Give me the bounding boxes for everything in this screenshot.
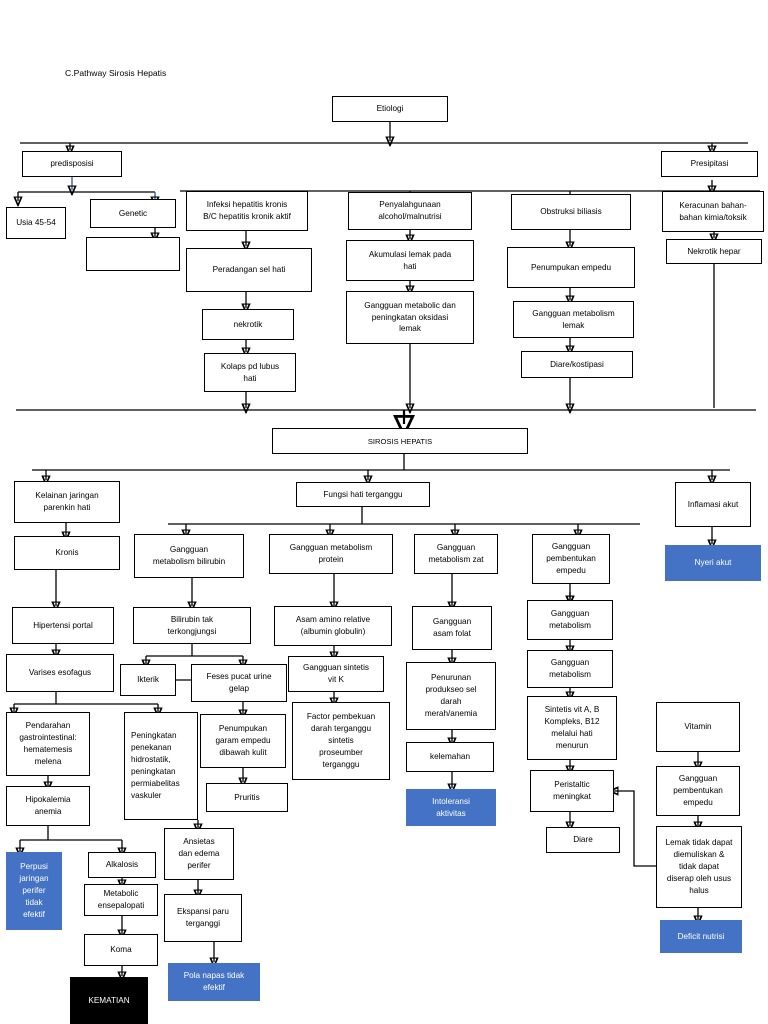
node-diare[interactable]: Diare <box>546 827 620 853</box>
node-nyeri-akut[interactable]: Nyeri akut <box>665 545 761 581</box>
node-asam-amino-relative[interactable]: Asam amino relative (albumin globulin) <box>274 606 392 646</box>
node-bilirubin-tak-terkongjungsi[interactable]: Bilirubin tak terkongjungsi <box>133 607 251 644</box>
node-gangguan-metabolism-protein[interactable]: Gangguan metabolism protein <box>269 534 393 574</box>
node-fungsi-hati-terganggu[interactable]: Fungsi hati terganggu <box>296 482 430 507</box>
node-nekrotik-hepar[interactable]: Nekrotik hepar <box>666 239 762 264</box>
node-ansietas-edema-perifer[interactable]: Ansietas dan edema perifer <box>164 828 234 880</box>
node-inflamasi-akut[interactable]: Inflamasi akut <box>675 482 751 527</box>
node-infeksi-hepatitis[interactable]: Infeksi hepatitis kronis B/C hepatitis k… <box>186 191 308 231</box>
node-etiologi[interactable]: Etiologi <box>332 96 448 122</box>
node-penurunan-produksi-sel-darah[interactable]: Penurunan produkseo sel darah merah/anem… <box>406 662 496 730</box>
node-penumpukan-empedu[interactable]: Penumpukan empedu <box>507 247 635 288</box>
node-peradangan-sel-hati[interactable]: Peradangan sel hati <box>186 248 312 292</box>
node-gangguan-sintetis-vit-k[interactable]: Gangguan sintetis vit K <box>288 656 384 692</box>
node-kelainan-jaringan[interactable]: Kelainan jaringan parenkin hati <box>14 481 120 523</box>
node-gangguan-metabolic-oksidasi[interactable]: Gangguan metabolic dan peningkatan oksid… <box>346 291 474 344</box>
node-ekspansi-paru-terganggi[interactable]: Ekspansi paru terganggi <box>164 894 242 942</box>
node-penumpukan-garam-empedu[interactable]: Penumpukan garam empedu dibawah kulit <box>200 714 286 768</box>
node-kronis[interactable]: Kronis <box>14 536 120 570</box>
node-hipokalemia-anemia[interactable]: Hipokalemia anemia <box>6 786 90 826</box>
node-koma[interactable]: Koma <box>84 934 158 966</box>
node-gangguan-pembentukan-empedu[interactable]: Gangguan pembentukan empedu <box>532 534 610 584</box>
node-empty-placeholder[interactable] <box>86 237 180 271</box>
node-vitamin[interactable]: Vitamin <box>656 702 740 752</box>
node-predisposisi[interactable]: predisposisi <box>22 151 122 177</box>
node-gangguan-pembentukan-empedu-2[interactable]: Gangguan pembentukan empedu <box>656 766 740 816</box>
node-usia[interactable]: Usia 45-54 <box>6 207 66 239</box>
node-pola-napas-tidak-efektif[interactable]: Pola napas tidak efektif <box>168 963 260 1001</box>
node-gangguan-metabolism-lemak[interactable]: Gangguan metabolism lemak <box>513 301 634 338</box>
node-gangguan-metabolism-1[interactable]: Gangguan metabolism <box>527 600 613 640</box>
node-alkalosis[interactable]: Alkalosis <box>88 852 156 878</box>
node-nekrotik[interactable]: nekrotik <box>202 309 294 340</box>
page-title: C.Pathway Sirosis Hepatis <box>65 68 167 78</box>
node-ikterik[interactable]: Ikterik <box>120 664 176 696</box>
node-keracunan-bahan-kimia[interactable]: Keracunan bahan- bahan kimia/toksik <box>662 191 764 232</box>
node-deficit-nutrisi[interactable]: Deficit nutrisi <box>660 920 742 953</box>
node-presipitasi[interactable]: Presipitasi <box>661 151 758 177</box>
node-kematian[interactable]: KEMATIAN <box>70 977 148 1024</box>
node-hipertensi-portal[interactable]: Hipertensi portal <box>12 607 114 644</box>
node-gangguan-metabolism-zat[interactable]: Gangguan metabolism zat <box>414 534 498 574</box>
node-perpusi-jaringan-perifer[interactable]: Perpusi jaringan perifer tidak efektif <box>6 852 62 930</box>
node-factor-pembekuan-darah[interactable]: Factor pembekuan darah terganggu sinteti… <box>292 702 390 780</box>
node-gangguan-asam-folat[interactable]: Gangguan asam folat <box>412 606 492 650</box>
node-gangguan-metabolism-bilirubin[interactable]: Gangguan metabolism bilirubin <box>134 534 244 578</box>
node-feses-pucat-urine-gelap[interactable]: Feses pucat urine gelap <box>191 664 287 702</box>
node-genetic[interactable]: Genetic <box>90 199 176 228</box>
node-intoleransi-aktivitas[interactable]: Intoleransi aktivitas <box>406 789 496 826</box>
node-sirosis-hepatis[interactable]: SIROSIS HEPATIS <box>272 428 528 454</box>
node-lemak-tidak-dapat-diserap[interactable]: Lemak tidak dapat diemuliskan & tidak da… <box>656 826 742 908</box>
node-gangguan-metabolism-2[interactable]: Gangguan metabolism <box>527 650 613 688</box>
node-metabolic-ensepalopati[interactable]: Metabolic ensepalopati <box>84 884 158 916</box>
node-peristaltic-meningkat[interactable]: Peristaltic meningkat <box>530 770 614 812</box>
node-peningkatan-penekanan-hidrostatik[interactable]: Peningkatan penekanan hidrostatik, penin… <box>124 712 198 820</box>
node-diare-kostipasi[interactable]: Diare/kostipasi <box>521 351 633 378</box>
node-kolaps-pd-lubus-hati[interactable]: Kolaps pd lubus hati <box>204 353 296 392</box>
node-varises-esofagus[interactable]: Varises esofagus <box>6 654 114 692</box>
node-sintetis-vitamin[interactable]: Sintetis vit A, B Kompleks, B12 melalui … <box>527 696 617 760</box>
node-akumulasi-lemak[interactable]: Akumulasi lemak pada hati <box>346 240 474 281</box>
node-kelemahan[interactable]: kelemahan <box>406 742 494 772</box>
node-obstruksi-biliasis[interactable]: Obstruksi biliasis <box>511 194 631 230</box>
node-pruritis[interactable]: Pruritis <box>206 783 288 812</box>
node-pendarahan-gastrointestinal[interactable]: Pendarahan gastrointestinal: hematemesis… <box>6 712 90 776</box>
node-penyalahgunaan-alcohol[interactable]: Penyalahgunaan alcohol/malnutrisi <box>348 192 472 230</box>
